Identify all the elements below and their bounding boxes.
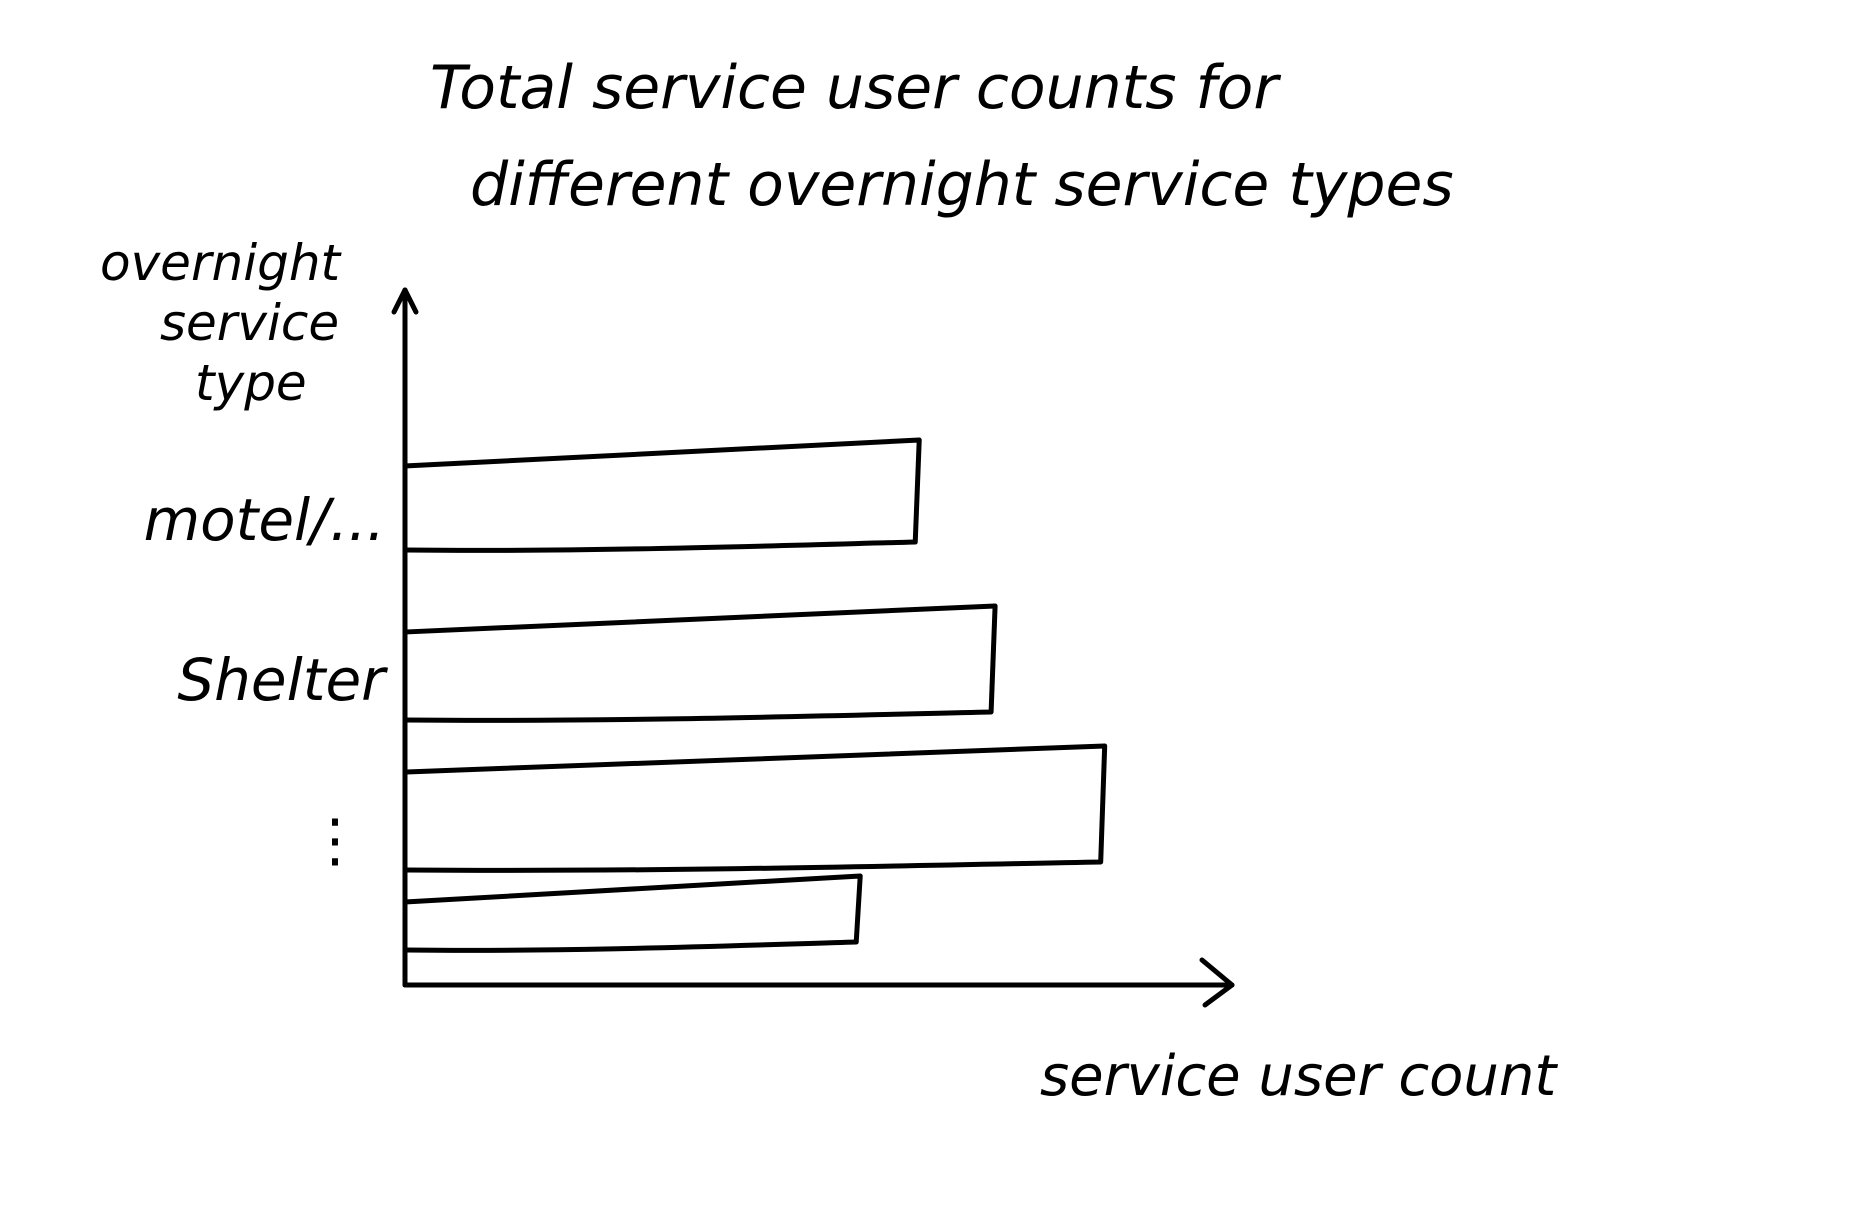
y-axis-label-line-2: service bbox=[160, 294, 339, 352]
chart-title-line-1: Total service user counts for bbox=[430, 53, 1281, 123]
x-axis-label: service user count bbox=[1040, 1044, 1558, 1109]
bars-group bbox=[402, 437, 1108, 953]
bar-4 bbox=[402, 873, 863, 953]
bar-2 bbox=[402, 603, 998, 723]
y-tick-label-motel: motel/... bbox=[144, 486, 385, 554]
chart-title-line-2: different overnight service types bbox=[470, 150, 1454, 220]
y-tick-label-ellipsis: ⋮ bbox=[306, 806, 364, 874]
bar-3 bbox=[402, 743, 1108, 873]
y-axis-label-line-3: type bbox=[195, 354, 307, 412]
x-axis-arrow bbox=[1199, 957, 1235, 1008]
bar-1 bbox=[402, 437, 922, 553]
y-tick-label-shelter: Shelter bbox=[177, 646, 388, 714]
y-tick-labels: motel/... Shelter ⋮ bbox=[144, 486, 389, 874]
y-axis-arrow bbox=[391, 287, 419, 315]
y-axis-label-line-1: overnight bbox=[100, 234, 343, 292]
